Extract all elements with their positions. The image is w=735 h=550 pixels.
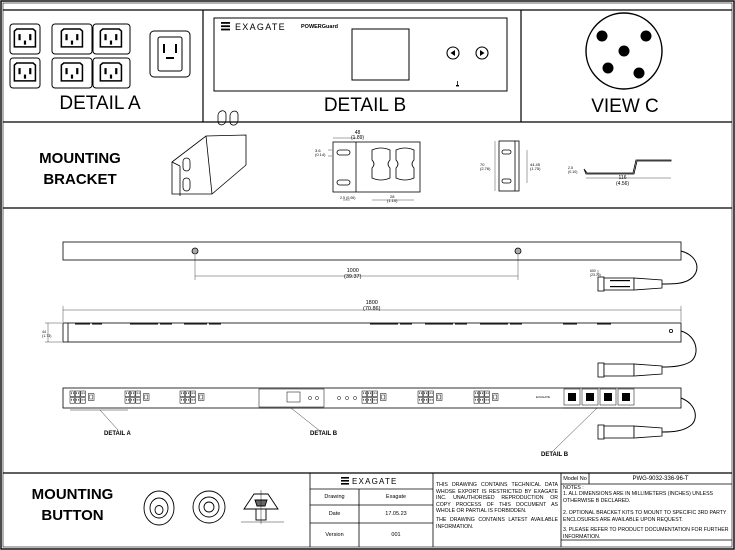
model-label: Model No — [563, 475, 587, 482]
bracket-dim-3-6: 3.6(0.14) — [315, 148, 326, 157]
pdu-side-view — [62, 322, 697, 368]
mounting-bracket-drawings — [171, 110, 672, 196]
detail-b-title: DETAIL B — [323, 95, 407, 116]
dim-1800-line — [45, 306, 682, 343]
title-block-grid — [309, 473, 732, 547]
callout-detail-b: DETAIL B — [310, 431, 338, 437]
bracket-dim-2-5: 2.5(0.10) — [568, 166, 578, 174]
pdu-side-plug — [597, 362, 663, 378]
date-value: 17.05.23 — [385, 511, 407, 517]
title-block-logo — [341, 477, 349, 485]
detail-a-title: DETAIL A — [59, 93, 141, 114]
notes-title: NOTES : — [563, 485, 584, 491]
callout-detail-a: DETAIL A — [104, 431, 131, 437]
bracket-dim-70: 70(2.76) — [480, 162, 491, 171]
main-dim-1000: 1000(39.37) — [344, 268, 362, 280]
view-c-connector — [585, 12, 663, 90]
disclaimer-restriction: THIS DRAWING CONTAINS TECHNICAL DATA WHO… — [436, 482, 558, 515]
pdu-front-plug — [597, 424, 663, 440]
bracket-dim-48: 48(1.89) — [351, 130, 365, 141]
version-value: 001 — [391, 532, 401, 538]
detail-b-product: POWERGuard — [301, 24, 338, 30]
detail-b-brand: EXAGATE — [235, 22, 286, 32]
dim-1000-line — [194, 255, 599, 280]
callout-detail-b-2: DETAIL B — [541, 452, 569, 458]
pdu-front-outlets — [70, 388, 635, 408]
drawing-value: Exagate — [385, 494, 407, 500]
title-block-brand: EXAGATE — [352, 477, 398, 486]
mounting-button-drawings — [143, 490, 284, 526]
bracket-dim-small: 2.5 (0.06) — [340, 196, 356, 200]
detail-a-outlets — [9, 23, 191, 89]
model-value: PWG-9032-336-96-T — [632, 475, 689, 482]
pdu-top-plug — [597, 276, 663, 292]
bracket-dim-lines — [328, 137, 671, 201]
view-c-title: VIEW C — [591, 96, 659, 117]
bracket-dim-116: 116(4.56) — [616, 175, 630, 187]
bracket-dim-44-45: 44.45(1.75) — [530, 162, 541, 171]
pdu-top-view — [62, 241, 698, 285]
version-label: Version — [325, 532, 344, 538]
drawing-label: Drawing — [324, 494, 345, 500]
mounting-button-title: MOUNTING BUTTON — [31, 486, 114, 524]
main-dim-44: 44(1.73) — [42, 330, 52, 338]
note-2: 2. OPTIONAL BRACKET KITS TO MOUNT TO SPE… — [563, 510, 727, 523]
main-dim-1800: 1800(70.86) — [363, 300, 381, 312]
callout-leaders — [70, 407, 630, 452]
bracket-dim-28: 28(1.10) — [387, 194, 398, 203]
detail-b-panel — [213, 17, 508, 92]
disclaimer-latest: THE DRAWING CONTAINS LATEST AVAILABLE IN… — [436, 517, 558, 530]
date-label: Date — [328, 511, 341, 517]
mounting-bracket-title: MOUNTING BRACKET — [39, 150, 121, 188]
note-1: 1. ALL DIMENSIONS ARE IN MILLIMETERS (IN… — [563, 491, 713, 504]
main-dim-small: 600(23.70) — [590, 269, 601, 277]
front-view-brand: EXAGATE — [536, 395, 550, 399]
note-3: 3. PLEASE REFER TO PRODUCT DOCUMENTATION… — [563, 527, 729, 540]
